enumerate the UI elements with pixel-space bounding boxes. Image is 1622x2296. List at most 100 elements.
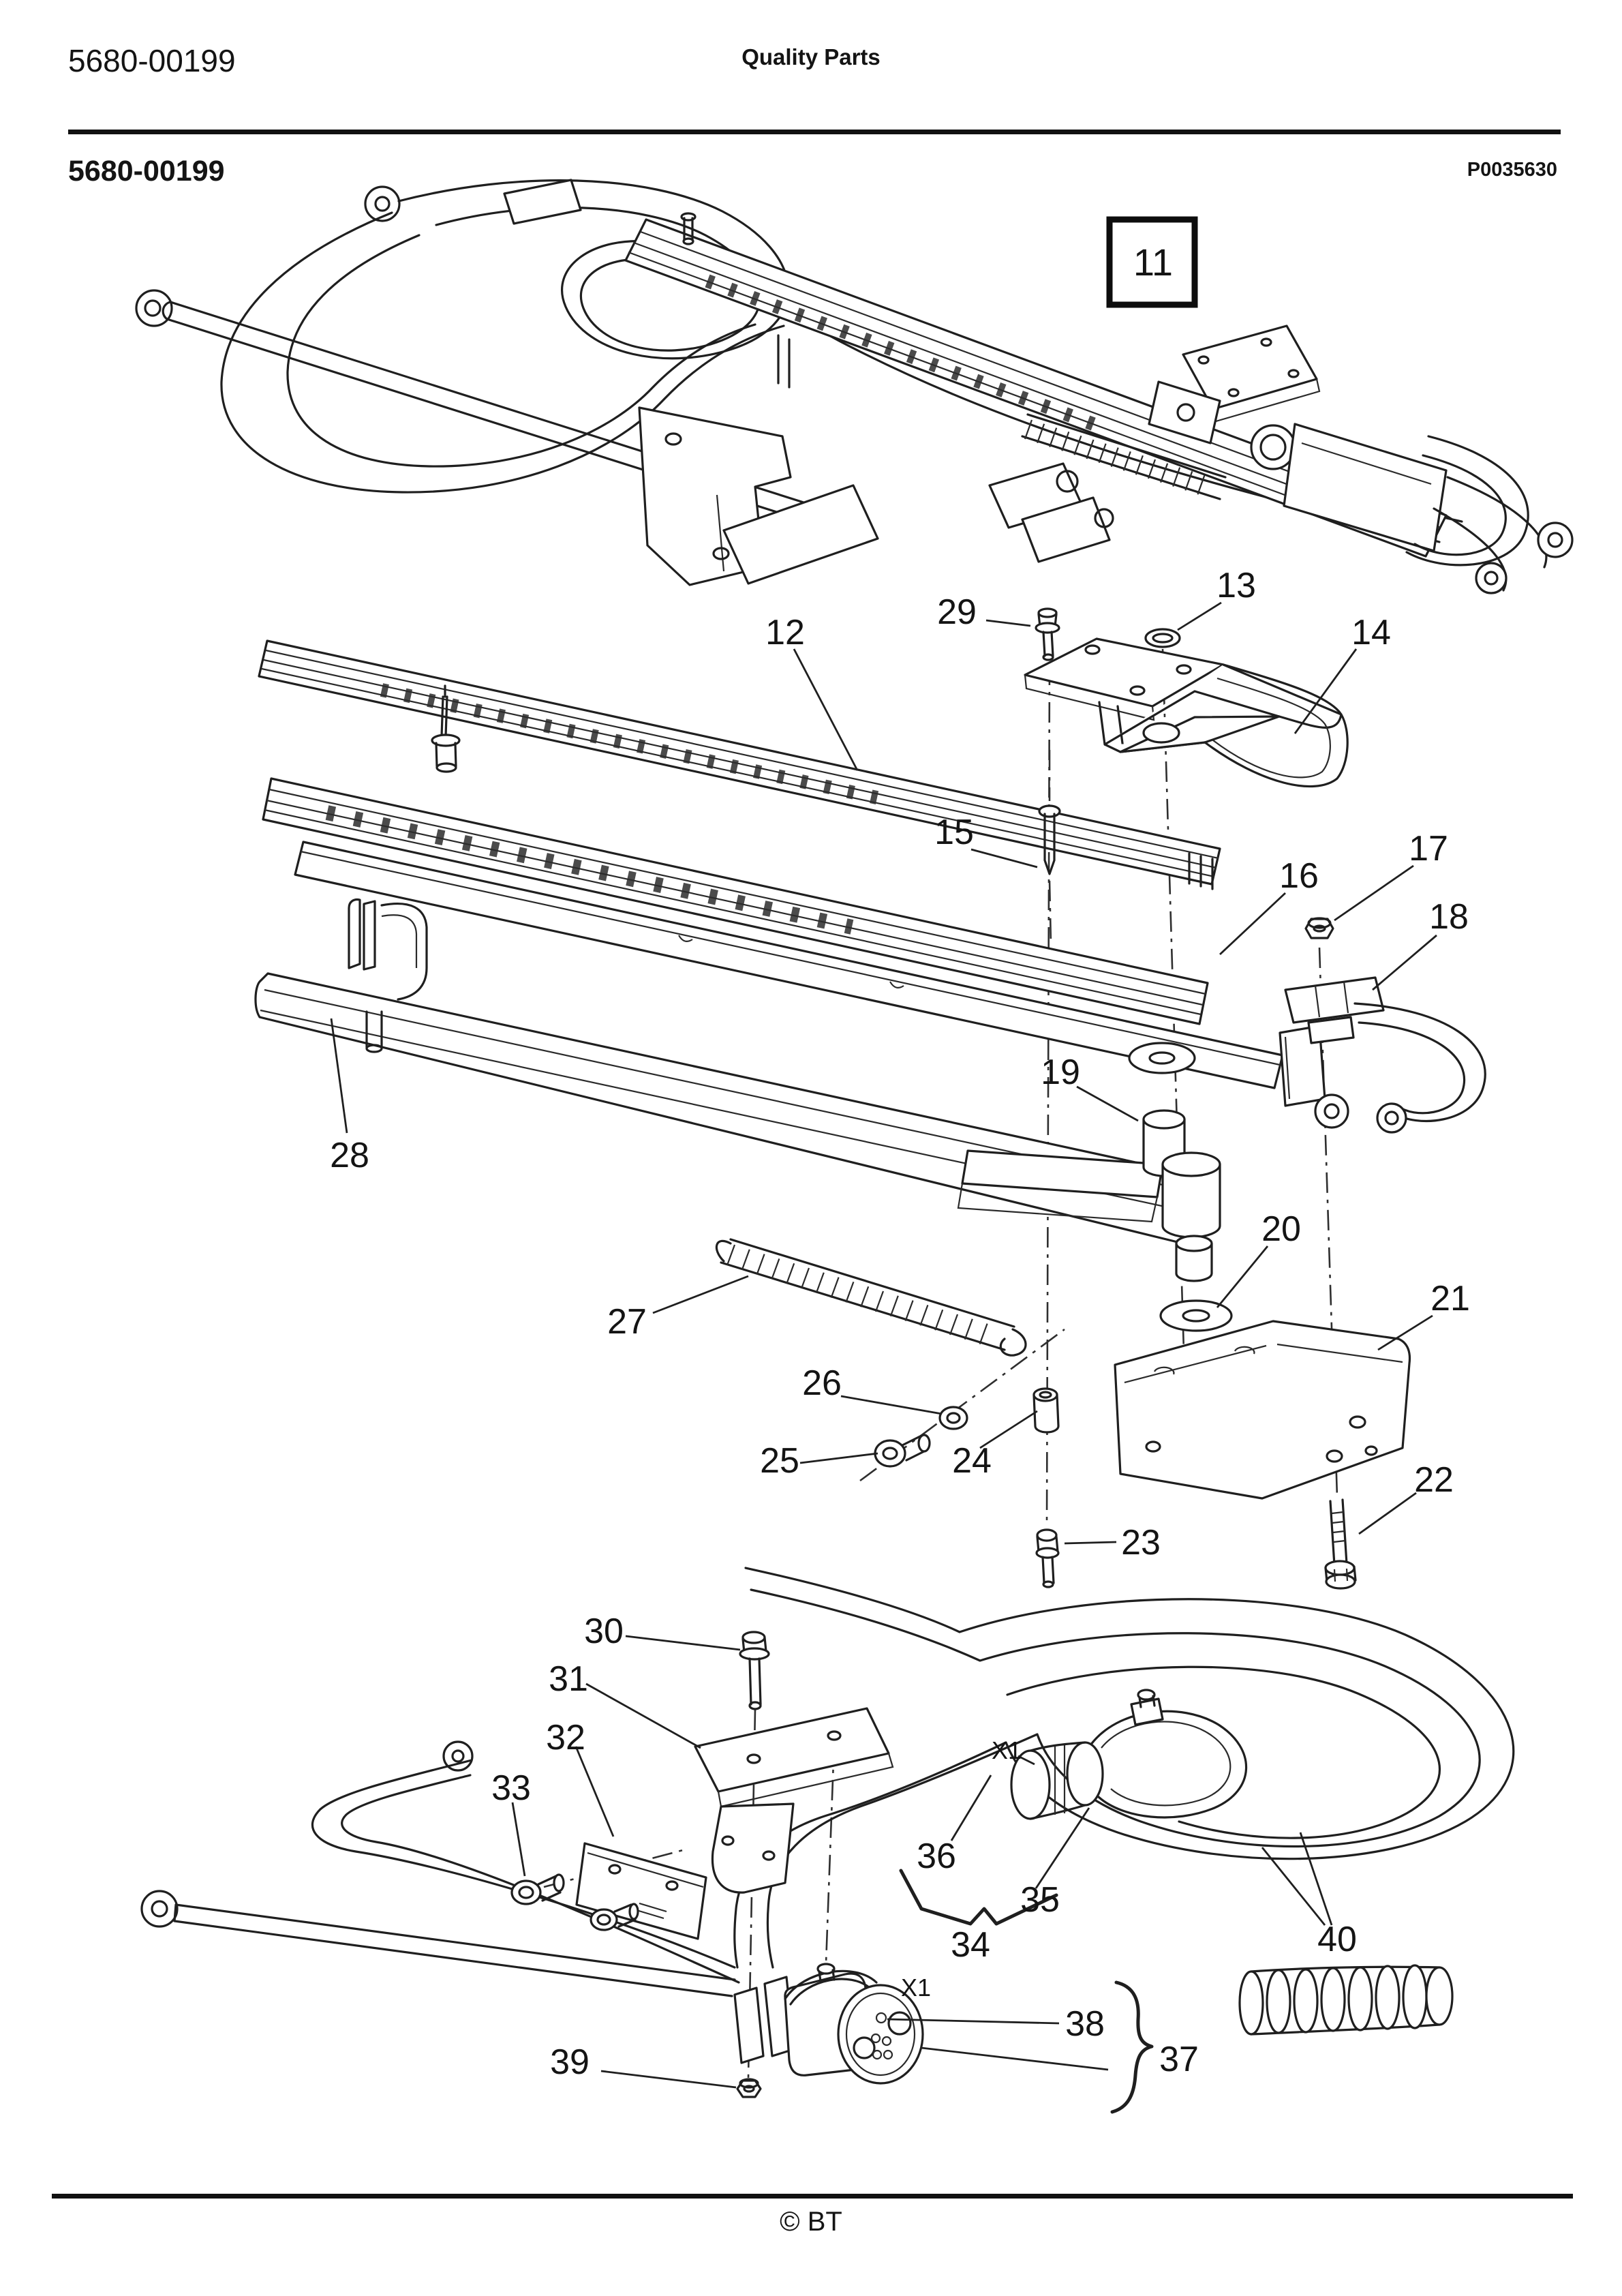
page-header: 5680-00199 Quality Parts 5680-00199 P003…: [68, 43, 1561, 187]
leader-24: [979, 1410, 1038, 1449]
rivet-pin: [431, 684, 461, 773]
leader-27: [652, 1275, 749, 1314]
part-17-nut: [1304, 917, 1334, 939]
rod-cable: [140, 1890, 736, 1997]
marker-x1-connector: X1: [901, 1974, 931, 2002]
leader-15: [970, 848, 1038, 868]
assembly-spring: [1021, 413, 1227, 500]
leader-31: [585, 1682, 701, 1749]
pivot-boss-hole: [1259, 434, 1287, 461]
page-footer: © BT: [52, 2194, 1573, 2237]
figure-number: 5680-00199: [68, 155, 225, 187]
callout-24: 24: [952, 1441, 992, 1481]
part-35-36-clamp: [1010, 1689, 1248, 1820]
callout-25: 25: [760, 1441, 799, 1481]
callout-23: 23: [1121, 1523, 1161, 1562]
callout-22: 22: [1414, 1460, 1454, 1500]
leader-36: [950, 1774, 992, 1841]
leader-25: [799, 1452, 878, 1464]
callout-34: 34: [951, 1925, 990, 1965]
part-18-clamp: [1284, 976, 1486, 1134]
plate-code: P0035630: [1467, 159, 1557, 181]
leader-12: [793, 648, 859, 771]
leader-20: [1216, 1245, 1269, 1308]
leader-13: [1177, 601, 1222, 631]
pivot-boss: [1250, 424, 1296, 470]
callout-26: 26: [802, 1363, 842, 1403]
leader-38: [887, 2018, 1060, 2025]
callout-38: 38: [1065, 2004, 1105, 2044]
part-21-bracket: [1114, 1320, 1411, 1500]
part-22-bolt: [1324, 1498, 1357, 1590]
part-25-screw: [874, 1434, 931, 1468]
leader-37: [921, 2046, 1109, 2071]
main-assembly-view: [135, 179, 1574, 594]
callout-40: 40: [1317, 1920, 1357, 1959]
part-30-bolt: [739, 1631, 770, 1710]
leader-17: [1334, 864, 1414, 922]
leader-30: [625, 1635, 741, 1651]
callout-29: 29: [937, 592, 977, 632]
assembly-ref-box: 11: [1106, 216, 1198, 308]
exploded-view-bottom: [140, 1567, 1515, 2114]
callout-13: 13: [1216, 566, 1256, 605]
part-40-hose: [1238, 1964, 1454, 2036]
leader-40: [1261, 1832, 1333, 1926]
callout-35: 35: [1020, 1880, 1060, 1920]
part-28-channel: [254, 898, 1199, 1245]
callout-labels: 12 29 13 14 15 16 17 18 19 28 20 27 21 2…: [330, 566, 1470, 2082]
callout-31: 31: [549, 1659, 588, 1699]
part-32-plate: [575, 1842, 707, 1940]
part-15-pin: [1038, 804, 1061, 875]
leader-22: [1358, 1492, 1417, 1535]
callout-20: 20: [1261, 1209, 1301, 1249]
leader-29: [985, 619, 1031, 627]
header-title: Quality Parts: [741, 44, 881, 70]
part-27-spring: [715, 1238, 1027, 1357]
exploded-view-middle: [254, 607, 1486, 1590]
callout-27: 27: [607, 1302, 647, 1342]
assembly-base-plate: [722, 484, 879, 585]
leader-19: [1076, 1085, 1139, 1122]
callout-32: 32: [546, 1718, 585, 1757]
leader-33: [511, 1802, 526, 1877]
callout-30: 30: [584, 1612, 624, 1651]
part-12-top-rail: [258, 639, 1221, 890]
callout-33: 33: [491, 1768, 531, 1808]
leader-28: [330, 1018, 348, 1134]
group-37-brace: [1110, 1980, 1154, 2114]
marker-x1-clamp: X1: [992, 1736, 1022, 1764]
callout-36: 36: [917, 1837, 956, 1876]
leader-x1-clamp: [1017, 1755, 1035, 1766]
leader-14: [1294, 648, 1358, 734]
mount-plate: [1182, 324, 1321, 423]
leader-21: [1377, 1314, 1433, 1351]
leader-35: [1035, 1807, 1090, 1889]
part-19-spacer-stack: [1128, 1042, 1221, 1282]
part-24-setscrew: [1032, 1387, 1060, 1434]
part-14-bracket: [1024, 637, 1349, 788]
part-20-washer: [1159, 1299, 1233, 1332]
footer-copyright: © BT: [780, 2207, 842, 2237]
leader-32: [575, 1746, 615, 1837]
part-37-connector: [733, 1963, 924, 2085]
leader-16: [1219, 892, 1286, 956]
doc-number-header: 5680-00199: [68, 43, 236, 78]
part-39-nut: [736, 2078, 762, 2098]
leader-39: [600, 2070, 737, 2089]
part-26-grommet: [938, 1406, 968, 1430]
leader-23: [1064, 1541, 1117, 1545]
part-13-oring: [1144, 628, 1181, 648]
cable-loops-upper: [220, 179, 1463, 543]
callout-18: 18: [1429, 897, 1469, 937]
callout-28: 28: [330, 1136, 369, 1175]
small-plate: [503, 179, 582, 225]
callout-16: 16: [1279, 856, 1319, 896]
callout-37: 37: [1159, 2040, 1199, 2079]
callout-19: 19: [1041, 1053, 1080, 1092]
part-31-bracket: [694, 1707, 894, 1894]
group-34-bracket-line: [899, 1869, 1058, 1926]
callout-14: 14: [1351, 613, 1391, 652]
assembly-right-end: [1283, 423, 1574, 594]
callout-15: 15: [934, 813, 974, 852]
